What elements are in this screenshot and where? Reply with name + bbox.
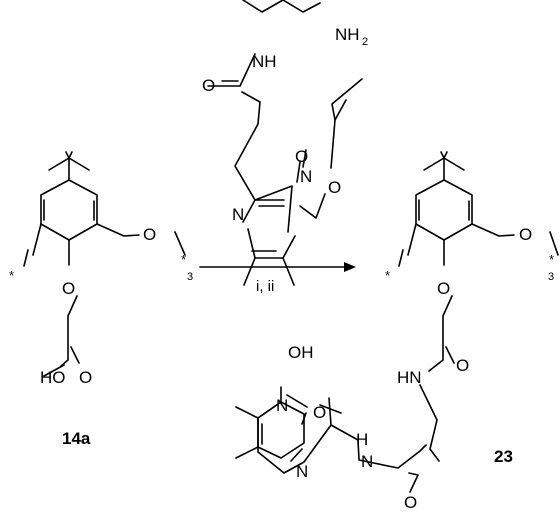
star-left-b: * <box>181 252 186 267</box>
amide2-n: N <box>361 452 373 471</box>
reaction-arrow: i, ii <box>199 262 356 295</box>
tbutyl-left <box>48 151 90 181</box>
star-left-a: * <box>9 268 14 283</box>
compound-14a: O * * 3 O HO O 14a <box>9 151 193 448</box>
reagent-amide-nh: NH <box>252 52 277 71</box>
ring-o-right: O <box>313 403 326 422</box>
repeat-right: 3 <box>548 271 554 283</box>
hydroxy-oh: OH <box>288 343 314 362</box>
compound-23: O * * 3 O HN O OH N O N H N O 23 <box>235 151 559 512</box>
amide2-o: O <box>404 493 417 512</box>
acid-o: O <box>79 368 92 387</box>
reagent-structure: NH 2 NH O O N N O <box>202 0 368 286</box>
reagent-ring-o: O <box>295 147 308 166</box>
acid-ho: HO <box>40 368 66 387</box>
reagent-double-bonds <box>221 80 307 252</box>
reagent-amine-subscript: 2 <box>362 36 368 48</box>
bridge-o-left: O <box>143 225 156 244</box>
ring-n-bottom-right: N <box>296 462 308 481</box>
reagent-amide-o: O <box>202 76 215 95</box>
reagent-ether-o: O <box>328 178 341 197</box>
bridge-o-right: O <box>519 225 532 244</box>
star-right-a: * <box>385 268 390 283</box>
amide-hn-right: HN <box>397 368 422 387</box>
ring-right <box>415 179 473 241</box>
star-right-b: * <box>549 252 554 267</box>
tbutyl-right <box>423 151 465 181</box>
repeat-left: 3 <box>187 271 193 283</box>
ether-o-left: O <box>62 279 75 298</box>
ring-left <box>40 179 98 241</box>
substituents-left <box>23 223 186 377</box>
ether-o-right: O <box>437 279 450 298</box>
reaction-conditions: i, ii <box>256 278 274 295</box>
reagent-bonds <box>207 0 363 286</box>
methyls-right <box>235 406 259 459</box>
compound-id-14a: 14a <box>62 429 91 448</box>
reagent-amine-nh: NH <box>335 25 360 44</box>
amide-o-right: O <box>456 356 469 375</box>
substituents-right <box>257 223 559 493</box>
ring-n-top-right: N <box>276 396 288 415</box>
compound-id-23: 23 <box>494 447 513 466</box>
amide2-h: H <box>356 430 368 449</box>
reagent-ring-n-left: N <box>232 205 244 224</box>
reagent-ring-n-top: N <box>300 167 312 186</box>
